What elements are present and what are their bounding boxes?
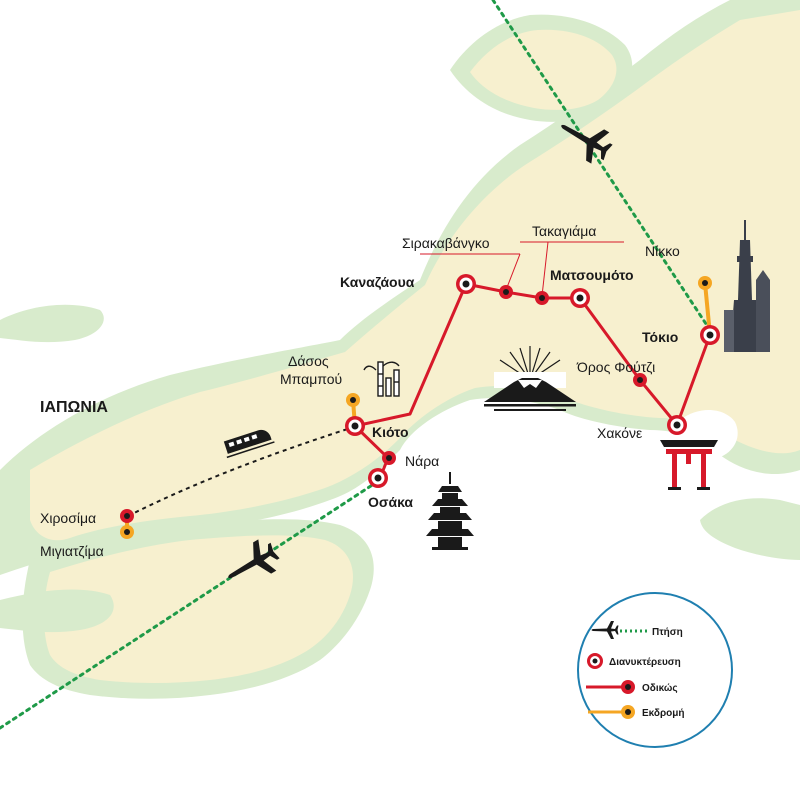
- airplane-icon: [228, 539, 280, 579]
- city-label-fuji: Όρος Φούτζι: [576, 359, 655, 375]
- legend-row-road: Οδικώς: [586, 680, 678, 694]
- city-label-hiroshima: Χιροσίμα: [40, 510, 96, 526]
- airplane-icon: [561, 124, 613, 164]
- legend-frame: [577, 592, 733, 748]
- pagoda-icon: [426, 472, 474, 550]
- takayama-pointer-leg: [541, 241, 549, 297]
- country-label: ΙΑΠΩΝΙΑ: [40, 399, 108, 416]
- city-label-osaka: Οσάκα: [368, 494, 413, 510]
- overnight-stop-matsumoto[interactable]: [570, 288, 590, 308]
- land-mass: [0, 0, 800, 699]
- road-stop-hiroshima[interactable]: [120, 509, 134, 523]
- shirakawago-pointer-leg: [505, 253, 521, 291]
- overnight-stop-osaka[interactable]: [368, 468, 388, 488]
- flight-path-south: [0, 478, 382, 730]
- road-stop-nara[interactable]: [382, 451, 396, 465]
- tokyo-skytree-icon: [724, 220, 770, 352]
- flight-paths: [0, 0, 712, 730]
- legend-road-marker: [621, 680, 635, 694]
- overnight-stop-tokyo[interactable]: [700, 325, 720, 345]
- bamboo-icon: [363, 361, 400, 397]
- legend-row-overnight: Διανυκτέρευση: [587, 653, 681, 669]
- legend-overnight-label: Διανυκτέρευση: [609, 657, 681, 668]
- torii-gate-icon: [660, 440, 718, 490]
- legend-flight-label: Πτήση: [652, 627, 683, 638]
- road-stop-takayama[interactable]: [535, 291, 549, 305]
- legend-overnight-marker: [587, 653, 603, 669]
- overnight-stop-kanazawa[interactable]: [456, 274, 476, 294]
- overnight-stop-kyoto[interactable]: [345, 416, 365, 436]
- city-label-miyajima: Μιγιατζίμα: [40, 543, 104, 559]
- train-icon: [223, 429, 275, 459]
- city-label-nara: Νάρα: [405, 453, 439, 469]
- legend: Πτήση Διανυκτέρευση Οδικώς Εκδρομή: [577, 592, 733, 748]
- legend-excursion-label: Εκδρομή: [642, 708, 685, 719]
- city-label-kanazawa: Καναζάουα: [340, 274, 415, 290]
- city-label-hakone: Χακόνε: [597, 425, 642, 441]
- city-label-nikko: Νίκκο: [645, 243, 680, 259]
- city-label-tokyo: Τόκιο: [642, 329, 678, 345]
- flight-path-north: [491, 0, 712, 332]
- city-label-shirakawago: Σιρακαβάνγκο: [402, 235, 490, 251]
- excursion-stop-bamboo[interactable]: [346, 393, 360, 407]
- road-stop-fuji[interactable]: [633, 373, 647, 387]
- airplane-icon: [591, 621, 619, 639]
- city-label-bamboo-forest-line1: Δάσος: [288, 353, 329, 369]
- legend-road-label: Οδικώς: [642, 683, 678, 694]
- road-stop-shirakawago[interactable]: [499, 285, 513, 299]
- excursion-stop-nikko[interactable]: [698, 276, 712, 290]
- overnight-stop-hakone[interactable]: [667, 415, 687, 435]
- legend-excursion-marker: [621, 705, 635, 719]
- mount-fuji-icon: [484, 346, 576, 411]
- legend-row-flight: Πτήση: [591, 621, 683, 639]
- city-label-kyoto: Κιότο: [372, 424, 409, 440]
- city-label-takayama: Τακαγιάμα: [532, 223, 596, 239]
- city-label-bamboo-forest-line2: Μπαμπού: [280, 371, 342, 387]
- legend-row-excursion: Εκδρομή: [588, 705, 685, 719]
- excursion-stop-miyajima[interactable]: [120, 525, 134, 539]
- city-label-matsumoto: Ματσουμότο: [550, 267, 634, 283]
